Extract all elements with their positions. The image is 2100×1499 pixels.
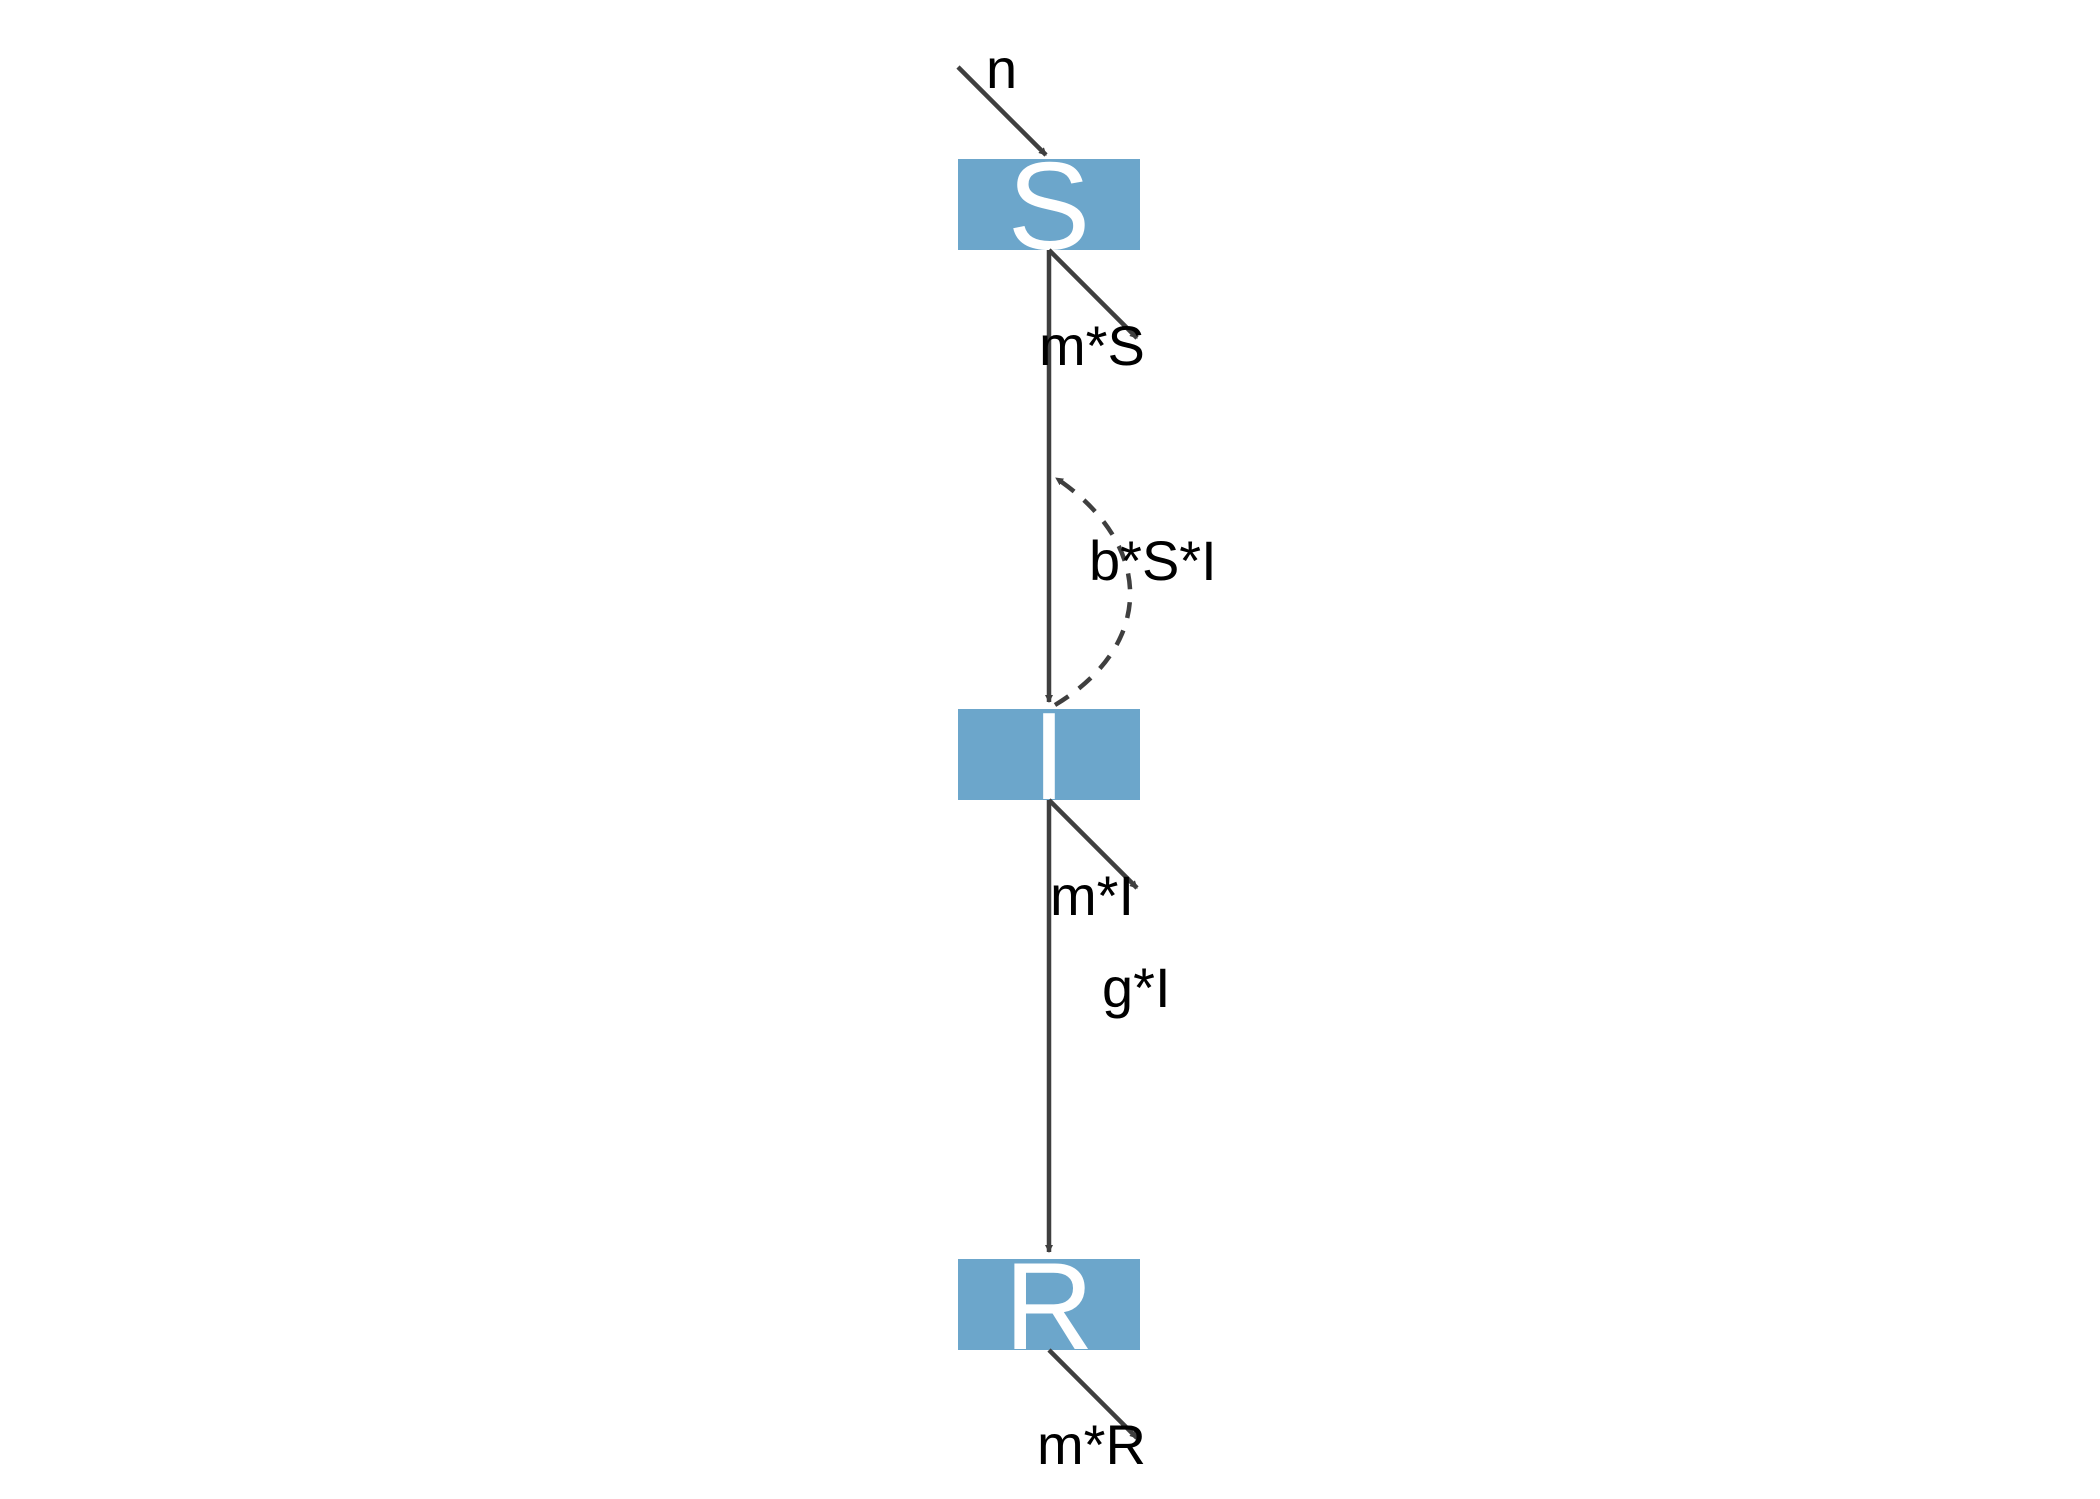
node-s: S <box>958 138 1140 276</box>
death-r-label: m*R <box>1037 1413 1146 1476</box>
death-s-arrow <box>1047 248 1139 340</box>
interaction-arrow <box>1053 476 1133 707</box>
inflow-arrow <box>956 65 1048 157</box>
infection-label: b*S*I <box>1089 529 1217 592</box>
node-r-label: R <box>1004 1238 1094 1376</box>
node-i: I <box>958 688 1140 826</box>
death-r-arrow <box>1047 1348 1139 1440</box>
recovery-label: g*I <box>1102 956 1171 1019</box>
inflow-label: n <box>986 37 1017 100</box>
node-r: R <box>958 1238 1140 1376</box>
death-i-arrow <box>1047 798 1139 890</box>
death-i-label: m*I <box>1050 864 1134 927</box>
death-s-label: m*S <box>1039 314 1145 377</box>
